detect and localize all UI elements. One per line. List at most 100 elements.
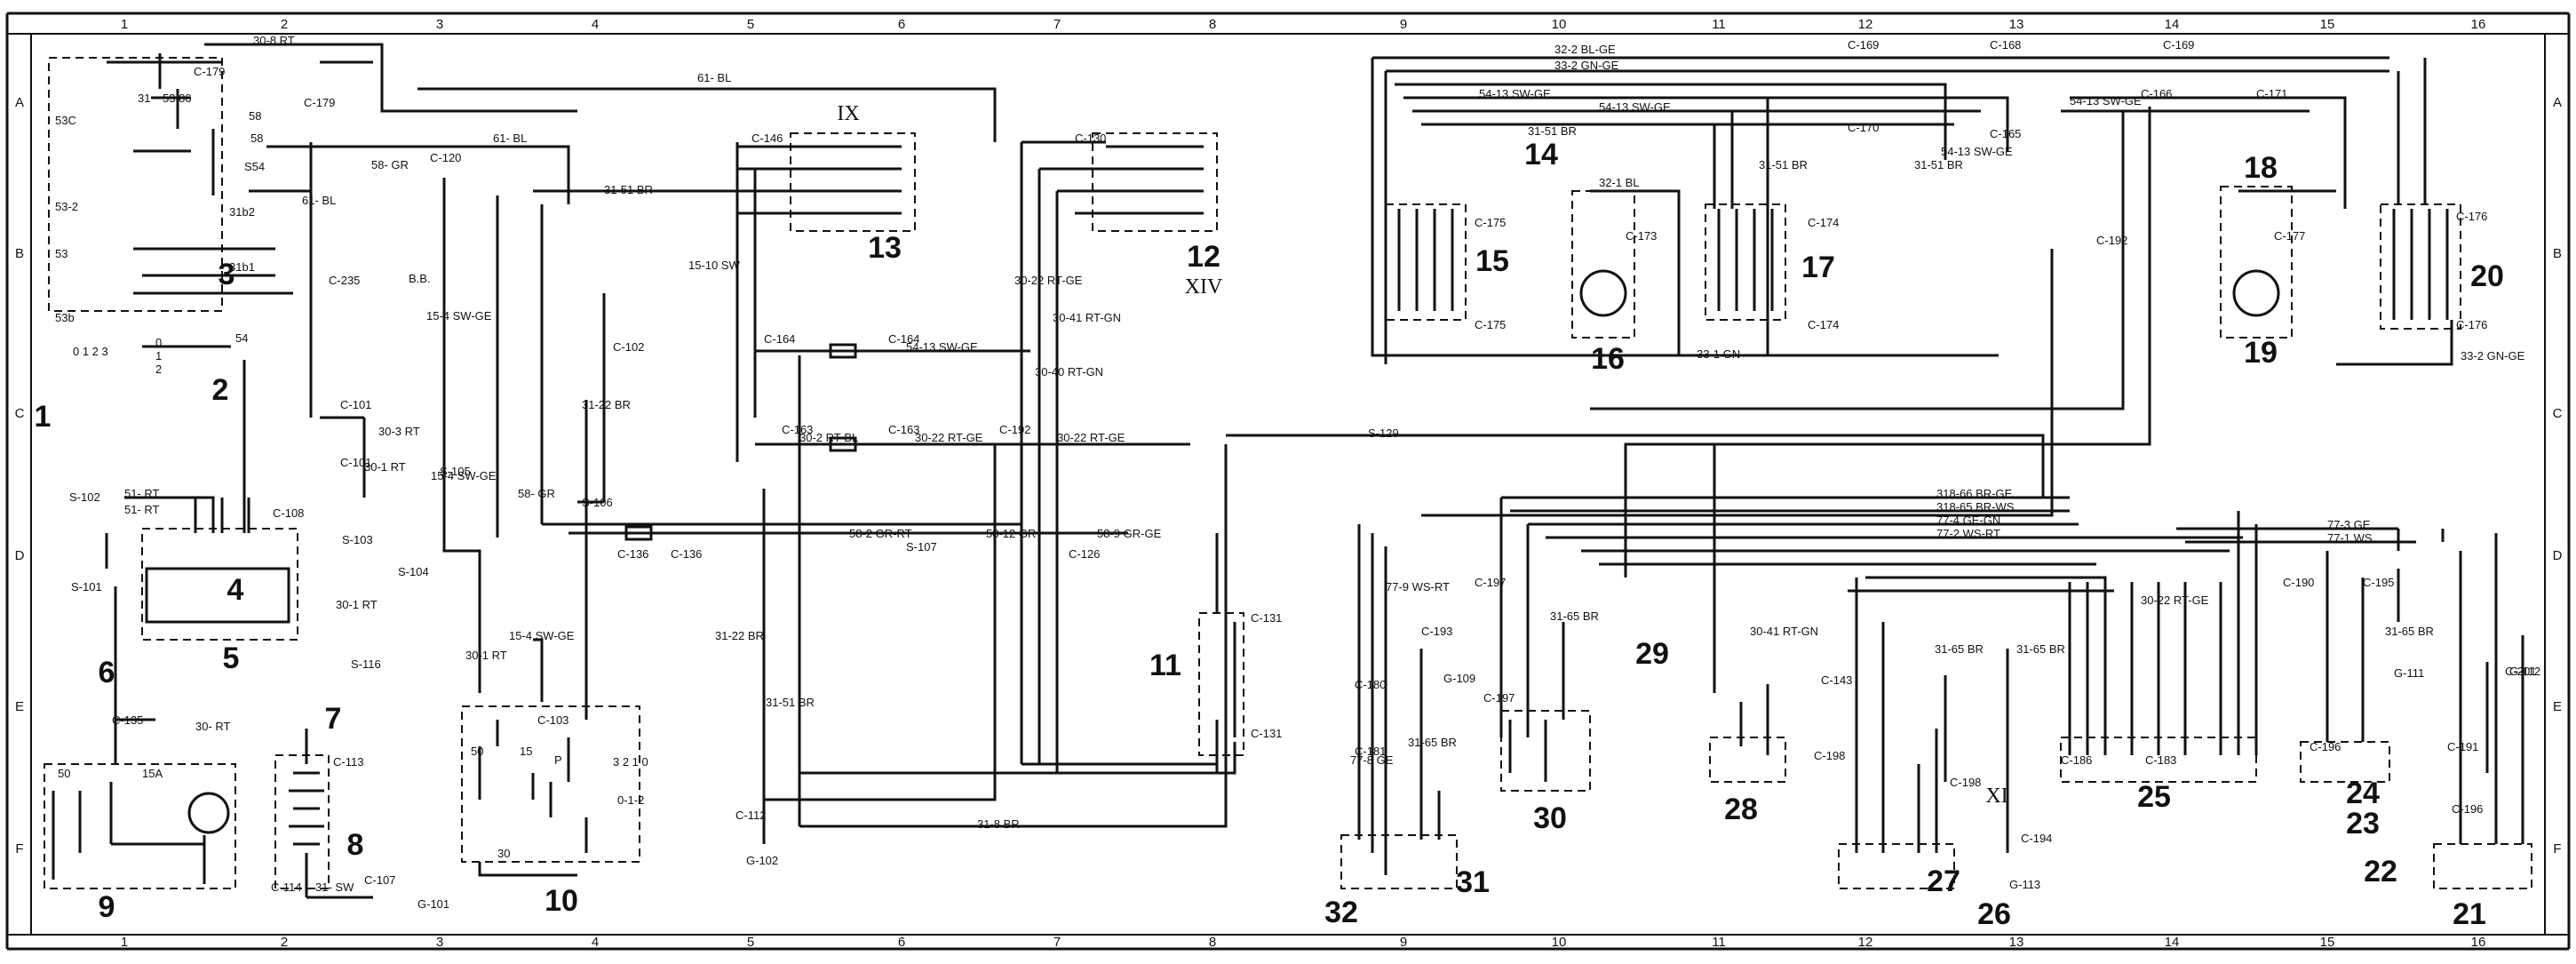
relay-roman-label: IX [837, 102, 859, 125]
connector-label: C-177 [2274, 229, 2305, 243]
grid-column-label: 11 [1712, 935, 1726, 950]
connector-label: C-196 [2452, 802, 2483, 816]
relay-roman-label: XIV [1185, 275, 1223, 299]
wire-label: 58- GR [371, 158, 409, 171]
connector-label: C-192 [999, 423, 1030, 436]
wire-label: 31-51 BR [604, 183, 653, 196]
connector-label: C-175 [1475, 318, 1506, 331]
grid-column-label: 3 [436, 935, 443, 950]
wire-label: 15-4 SW-GE [431, 469, 497, 482]
component-15-label: 15 [1475, 244, 1509, 278]
wire-label: 30-8 RT [253, 34, 295, 47]
wire-label: 15-4 SW-GE [509, 629, 575, 642]
connector-label: C-174 [1808, 318, 1839, 331]
connector-label: C-143 [1821, 673, 1852, 687]
grid-column-label: 3 [436, 17, 443, 32]
ground-label: G-101 [417, 897, 449, 911]
splice-label: S-104 [398, 565, 429, 578]
connector-label: C-103 [537, 713, 568, 727]
grid-column-label: 13 [2009, 935, 2024, 950]
component-31-label: 31 [1456, 865, 1490, 899]
wire-label: 58-9 GR-GE [1097, 527, 1162, 540]
grid-column-label: 1 [121, 17, 128, 32]
component-12-label: 12 [1187, 240, 1220, 274]
component-2-label: 2 [212, 373, 229, 407]
wire-label: 77-8 GE [1350, 753, 1394, 767]
diagram-frame [5, 12, 2571, 951]
component-18-label: 18 [2244, 151, 2278, 185]
connector-label: C-181 [1355, 745, 1386, 758]
component-30-label: 30 [1533, 801, 1567, 835]
grid-row-label: E [15, 699, 24, 714]
connector-label: C-131 [1251, 727, 1282, 740]
switch-terminal-label: 31 [138, 92, 150, 105]
wire-label: 31-65 BR [1935, 642, 1984, 656]
connector-label: C-146 [751, 131, 783, 145]
grid-column-label: 12 [1858, 935, 1873, 950]
switch-terminal-label: 53-2 [55, 200, 78, 213]
wire-label: 31-22 BR [582, 398, 631, 411]
grid-column-label: 4 [592, 935, 599, 950]
connector-label: C-164 [888, 332, 919, 346]
connector-label: C-170 [1848, 121, 1879, 134]
connector-label: C-176 [2456, 210, 2487, 223]
wire-label: 30-22 RT-GE [2141, 594, 2209, 607]
grid-column-label: 15 [2320, 935, 2335, 950]
switch-terminal-label: 53 [55, 247, 68, 260]
wire-label: 54-13 SW-GE [1599, 100, 1671, 114]
connector-label: C-186 [2061, 753, 2092, 767]
wire-label: 31-8 BR [977, 817, 1020, 831]
component-22-label: 22 [2364, 855, 2397, 888]
wire-label: 77-3 GE [2327, 518, 2371, 531]
wire-label: 58- GR [518, 487, 555, 500]
component-29-label: 29 [1635, 637, 1669, 671]
wire-label: 32-2 BL-GE [1554, 43, 1616, 56]
connector-label: C-163 [782, 423, 813, 436]
wire-label: 31- SW [315, 880, 354, 894]
wire-label: 54-13 SW-GE [1941, 145, 2013, 158]
connector-label: C-194 [2021, 832, 2052, 845]
ground-label: G-113 [2009, 878, 2040, 891]
switch-terminal-label: 58 [249, 109, 261, 123]
grid-column-label: 6 [898, 935, 905, 950]
connector-label: C-108 [273, 506, 304, 520]
wire-label: 58-2 GR-RT [849, 527, 912, 540]
wire-label: 30-22 RT-GE [1014, 274, 1083, 287]
wire-label: 318-65 BR-WS [1936, 500, 2015, 514]
component-10-label: 10 [545, 884, 578, 918]
switch-terminal-label: 50 [58, 767, 70, 780]
grid-column-label: 2 [281, 935, 288, 950]
connector-label: C-196 [2310, 740, 2341, 753]
grid-column-label: 12 [1858, 17, 1873, 32]
wire-label: 77-4 GE-GN [1936, 514, 2000, 527]
connector-label: C-136 [617, 547, 648, 561]
connector-label: C-101 [340, 456, 371, 469]
grid-column-label: 11 [1712, 17, 1726, 32]
grid-column-label: 6 [898, 17, 905, 32]
connector-label: C-193 [1421, 625, 1452, 638]
grid-column-label: 10 [1552, 17, 1567, 32]
component-13-label: 13 [868, 231, 902, 265]
wire-label: 77-9 WS-RT [1386, 580, 1450, 594]
connector-label: C-130 [1075, 131, 1106, 145]
splice-labels: S-102S-101S-105S-103S-104S-116S-106S-107… [69, 426, 1399, 671]
wire-label: 61- BL [493, 131, 527, 145]
grid-row-label: D [2553, 548, 2563, 563]
wire-label: 30-1 RT [465, 649, 507, 662]
connector-label: C-107 [364, 873, 395, 887]
wire-label: 30- RT [195, 720, 231, 733]
connector-label: C-190 [2283, 576, 2314, 589]
wire-label: 31-51 BR [1759, 158, 1808, 171]
connector-label: C-135 [112, 713, 143, 727]
connector-label: C-102 [613, 340, 644, 354]
wire-label: 32-1 BL [1599, 176, 1640, 189]
wire-label: 30-40 RT-GN [1035, 365, 1103, 378]
component-17-label: 17 [1801, 251, 1835, 284]
splice-label: S-106 [582, 496, 613, 509]
wire-label: 31-51 BR [766, 696, 815, 709]
